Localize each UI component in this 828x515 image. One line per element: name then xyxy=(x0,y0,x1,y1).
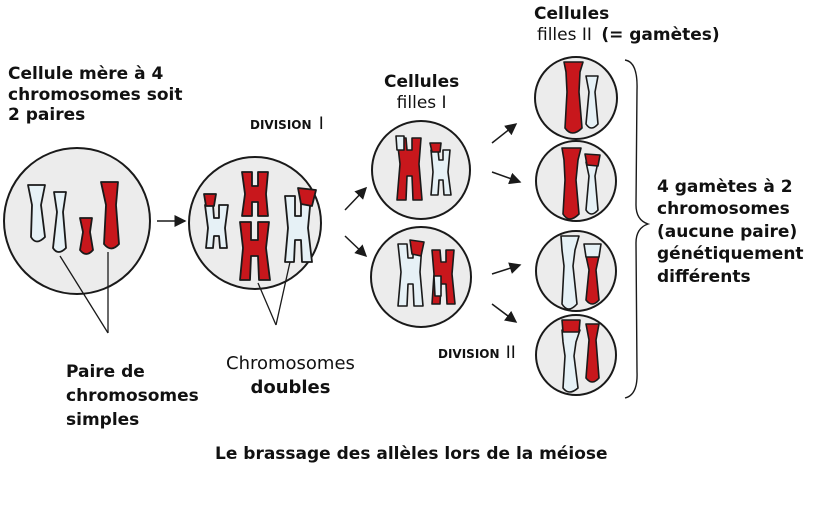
g3-red xyxy=(585,255,600,305)
arrow-to-gamete-2 xyxy=(491,171,522,185)
d1a-blue-double xyxy=(430,149,452,196)
gamete-2-chromosomes xyxy=(561,147,601,220)
gamete-4-chromosomes xyxy=(561,319,600,393)
d1b-red-cap xyxy=(409,239,425,257)
double-chromosomes xyxy=(203,171,317,281)
g4-red xyxy=(585,323,600,383)
mother-cell-label: Cellule mère à 4 chromosomes soit 2 pair… xyxy=(8,64,183,126)
d1a-red-cap xyxy=(429,142,442,153)
daughter-1b-chromosomes xyxy=(397,239,456,307)
arrow-to-gamete-4 xyxy=(491,303,518,323)
double-chromosome-blue-left xyxy=(204,204,229,249)
mother-chromosomes xyxy=(27,181,120,255)
pointer-lines xyxy=(59,252,291,334)
d1a-blue-cap xyxy=(395,135,405,151)
gamete-brace xyxy=(624,59,651,399)
arrow-to-gamete-3 xyxy=(491,262,522,275)
daughter-1a-chromosomes xyxy=(395,135,452,201)
chromosome-red-long xyxy=(100,181,120,250)
gamete-3-chromosomes xyxy=(560,235,602,310)
pointer-simple-1 xyxy=(59,255,109,334)
g3-blue xyxy=(560,235,580,310)
gametes-description: 4 gamètes à 2 chromosomes (aucune paire)… xyxy=(657,177,804,287)
division-2-label: DIVISION II xyxy=(438,343,516,363)
double-chromosomes-label: Chromosomes doubles xyxy=(226,353,355,399)
diagram-caption: Le brassage des allèles lors de la méios… xyxy=(215,444,608,464)
g3-blue-cap xyxy=(583,243,602,258)
daughter-cell-1a xyxy=(371,120,471,220)
g4-blue xyxy=(561,329,581,393)
arrow-to-daughter-1b xyxy=(344,235,368,258)
arrow-to-daughter-1a xyxy=(344,186,368,211)
g1-blue xyxy=(585,75,599,129)
arrows xyxy=(157,123,522,323)
g2-red-cap xyxy=(584,153,601,167)
g2-blue xyxy=(585,161,599,215)
d1b-blue-band xyxy=(433,275,442,297)
daughter-cells-2-label: Cellules filles II (= gamètes) xyxy=(534,4,720,45)
pointer-double-1 xyxy=(257,282,277,326)
mother-cell xyxy=(3,147,151,295)
d1b-blue-double xyxy=(397,243,424,307)
simple-chromosomes-label: Paire de chromosomes simples xyxy=(66,362,199,430)
arrow-to-gamete-1 xyxy=(491,123,518,144)
division-1-label: DIVISION I xyxy=(250,114,324,134)
g4-red-cap xyxy=(561,319,581,333)
chromosome-red-short xyxy=(79,217,94,255)
d1a-red-double xyxy=(396,137,423,201)
double-chromosome-red-top xyxy=(241,171,269,217)
pointer-double-2 xyxy=(275,261,291,326)
chromosome-blue-short xyxy=(52,191,67,253)
g1-red xyxy=(563,61,584,134)
crossover-red-cap-right xyxy=(297,187,317,207)
double-chromosome-blue-right xyxy=(284,195,313,263)
g2-red xyxy=(561,147,582,220)
chromosome-blue-long xyxy=(27,184,46,243)
crossover-red-cap-left xyxy=(203,193,217,207)
daughter-cells-1-label: Cellules filles I xyxy=(384,72,460,113)
gamete-1-chromosomes xyxy=(563,61,599,134)
double-chromosome-red-bottom xyxy=(239,221,271,281)
